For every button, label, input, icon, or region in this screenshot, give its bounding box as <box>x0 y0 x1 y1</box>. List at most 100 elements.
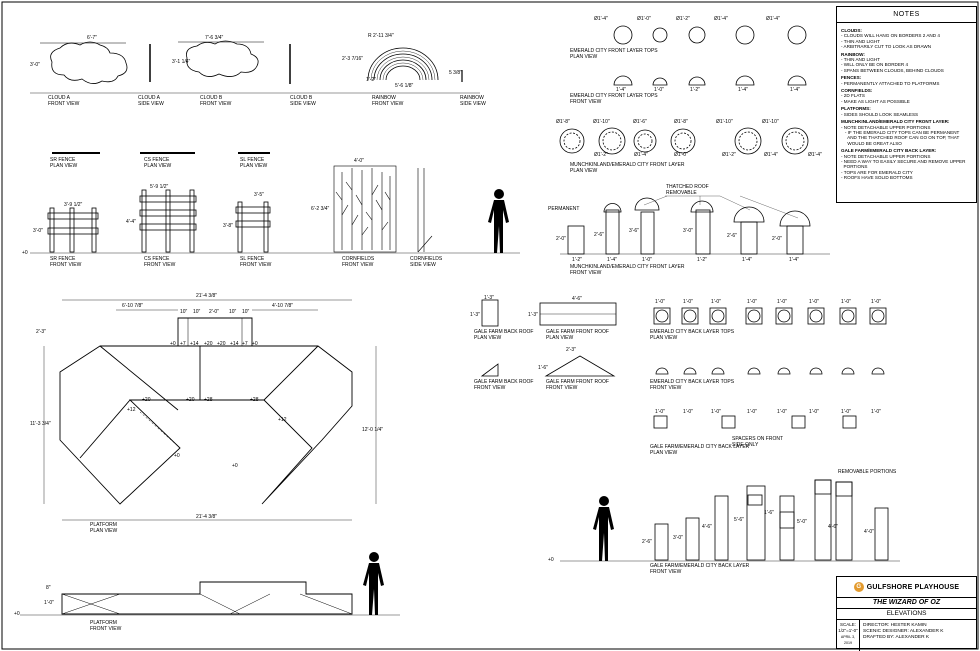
gale-front-roof-front <box>544 355 616 377</box>
munchkin-height-3: 3'-6" <box>629 228 639 234</box>
back-tops-front <box>655 367 885 375</box>
scale-cell: SCALE: 1/2"=1'-0" APRIL 3, 2019 <box>837 620 860 651</box>
platform-overall: 21'-4 3/8" <box>196 293 218 299</box>
cs-fence-width: 5'-9 1/2" <box>150 184 169 190</box>
back-layer-removable-note: REMOVABLE PORTIONS <box>838 469 897 475</box>
back-top-plan-circle <box>777 309 791 323</box>
platform-bottom-overall: 21'-4 3/8" <box>196 514 218 520</box>
munchkin-width-2: 1'-4" <box>607 257 617 263</box>
munchkin-plan-caption: MUNCHKINLAND/EMERALD CITY FRONT LAYER PL… <box>570 162 685 174</box>
platform-plan <box>59 317 353 505</box>
platform-end-4: +0 <box>232 463 238 469</box>
back-top-plan-box <box>869 307 887 325</box>
sr-fence-width: 3'-9 1/2" <box>64 202 83 208</box>
back-layer-spacing-note: SPACERS ON FRONT SIDE ONLY <box>732 436 784 448</box>
cloud-b-drawing <box>178 40 291 84</box>
platform-seg-3: 2'-0" <box>209 309 219 315</box>
munchkin-height-4: 3'-0" <box>683 228 693 234</box>
cloud-a-width: 6'-7" <box>87 35 97 41</box>
back-plan-dim-label: 1'-0" <box>841 409 851 415</box>
emerald-top-dim-1: Ø1'-4" <box>594 16 608 22</box>
rainbow-height: 2'-3 7/16" <box>342 56 364 62</box>
back-height-3: 4'-6" <box>702 524 712 530</box>
platform-end-3: +0 <box>174 453 180 459</box>
rainbow-side-caption: RAINBOW SIDE VIEW <box>460 95 486 107</box>
emerald-tops-front <box>613 75 807 86</box>
platform-step: 2'-3" <box>36 329 46 335</box>
sheet-title: ELEVATIONS <box>837 609 976 620</box>
munchkin-front <box>567 197 811 255</box>
gale-back-w: 1'-3" <box>484 295 494 301</box>
back-top-dim-label: 1'-0" <box>809 299 819 305</box>
platform-mid-1: +20 <box>142 397 151 403</box>
rainbow-radius: R 2'-11 3/4" <box>368 33 394 39</box>
rainbow-band: 1'-2" <box>366 77 376 83</box>
cornfields-front-caption: CORNFIELDS FRONT VIEW <box>342 256 375 268</box>
gale-gable-w: 2'-3" <box>566 347 576 353</box>
back-top-dome <box>871 367 885 375</box>
scale-value: 1/2"=1'-0" <box>838 628 858 633</box>
note-heading: FENCES: <box>841 75 862 81</box>
back-top-plan-box <box>681 307 699 325</box>
munchkin-outer-2: Ø1'-10" <box>593 119 610 125</box>
platform-h-6: +14 <box>230 341 239 347</box>
sr-fence-front <box>47 207 99 253</box>
munchkin-height-2: 2'-6" <box>594 232 604 238</box>
sr-fence-plan-caption: SR FENCE PLAN VIEW <box>50 157 78 169</box>
platform-seg-1: 10" <box>180 309 188 315</box>
munchkin-height-5: 2'-6" <box>727 233 737 239</box>
munchkin-inner-1: Ø1'-2" <box>594 152 608 158</box>
back-height-5: 1'-6" <box>764 510 774 516</box>
platform-h-2: +7 <box>180 341 186 347</box>
note-line: - ARBITRARILY CUT TO LOOK AS DRAWN <box>841 44 932 50</box>
back-layer-front-caption: GALE FARM/EMERALD CITY BACK LAYER FRONT … <box>650 563 750 575</box>
back-top-plan-circle <box>747 309 761 323</box>
back-top-dim-label: 1'-0" <box>711 299 721 305</box>
back-layer-zero-mark: +0 <box>548 557 554 563</box>
back-top-plan-circle <box>655 309 669 323</box>
note-line: - NEED A WAY TO EASILY SECURE AND REMOVE… <box>841 158 966 164</box>
cloud-a-side-caption: CLOUD A SIDE VIEW <box>138 95 164 107</box>
munchkin-width-1: 1'-2" <box>572 257 582 263</box>
designer-credit: SCENIC DESIGNER: ALEXANDER K <box>863 629 944 634</box>
gale-front-roof-plan <box>539 302 617 326</box>
director-credit: DIRECTOR: HESTER KAMIN <box>863 623 927 628</box>
munchkin-width-4: 1'-2" <box>697 257 707 263</box>
back-layer-plan <box>653 415 857 429</box>
cloud-b-side-caption: CLOUD B SIDE VIEW <box>290 95 316 107</box>
platform-front-h-2: 1'-0" <box>44 600 54 606</box>
back-layer-plan-caption: GALE FARM/EMERALD CITY BACK LAYER PLAN V… <box>650 444 750 456</box>
back-top-dim-label: 1'-0" <box>841 299 851 305</box>
platform-h-8: +0 <box>252 341 258 347</box>
back-top-plan-box <box>653 307 671 325</box>
back-plan-dim-label: 1'-0" <box>747 409 757 415</box>
munchkin-inner-3: Ø1'-0" <box>674 152 688 158</box>
cornfields-side-caption: CORNFIELDS SIDE VIEW <box>410 256 443 268</box>
platform-front-caption: PLATFORM FRONT VIEW <box>90 620 122 632</box>
back-top-dim-label: 1'-0" <box>683 299 693 305</box>
scale-label: SCALE: <box>839 622 856 627</box>
platform-seg-5: 10" <box>242 309 250 315</box>
rainbow-thick: 5 3/8" <box>449 70 462 76</box>
note-line: AND THE THATCHED ROOF CAN GO ON TOP, THA… <box>841 135 960 141</box>
back-height-6: 5'-0" <box>797 519 807 525</box>
sl-fence-width: 3'-5" <box>254 192 264 198</box>
back-plan-dim-label: 1'-0" <box>871 409 881 415</box>
back-top-plan-box <box>775 307 793 325</box>
note-line: - NOTE DETACHABLE UPPER PORTIONS <box>841 153 931 159</box>
back-top-dome <box>841 367 855 375</box>
note-line: - NOTE DETACHABLE UPPER PORTIONS <box>841 124 931 130</box>
munchkin-width-6: 1'-4" <box>789 257 799 263</box>
platform-mid-2: +20 <box>186 397 195 403</box>
platform-dims <box>43 299 377 521</box>
note-heading: RAINBOW: <box>841 51 865 57</box>
back-top-plan-circle <box>841 309 855 323</box>
emerald-tops-plan <box>613 25 807 45</box>
munchkin-outer-3: Ø1'-6" <box>633 119 647 125</box>
note-heading: CORNFIELDS: <box>841 88 873 94</box>
cornfields-width: 4'-0" <box>354 158 364 164</box>
gale-front-h: 1'-3" <box>528 312 538 318</box>
gale-gable-h: 1'-6" <box>538 365 548 371</box>
emerald-top-front-dim-3: 1'-2" <box>690 87 700 93</box>
cornfields-front <box>333 165 397 253</box>
